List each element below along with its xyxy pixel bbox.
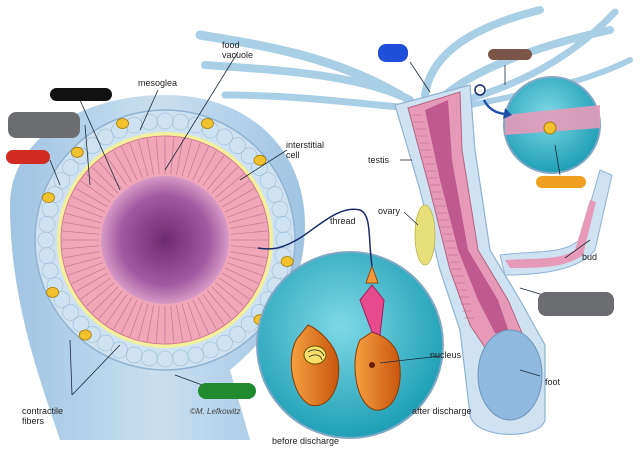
cnidocyte-cell: [116, 118, 129, 129]
label-food-vacuole: food vacuole: [222, 40, 254, 60]
cnidocyte-after: [354, 331, 401, 411]
nematocyst-circle: [256, 208, 444, 439]
mask-red: [6, 150, 50, 164]
cnidocyte-cell: [280, 256, 294, 267]
label-nucleus: nucleus: [430, 350, 462, 360]
cross-section: [34, 109, 296, 371]
zoom-arrow: [482, 99, 506, 116]
foot-shape: [477, 329, 543, 421]
label-before-discharge: before discharge: [272, 436, 340, 446]
mask-gray-right: [538, 292, 614, 316]
cnidocyte-cell: [201, 118, 214, 129]
mask-orange: [536, 176, 586, 188]
mask-blue: [378, 44, 408, 62]
longitudinal-section: [394, 84, 613, 436]
ovary-shape: [414, 204, 436, 266]
cnidocyte-cell: [70, 146, 84, 158]
artist-signature: ©M. Lefkowitz: [190, 407, 241, 416]
label-contractile-fibers: contractile fibers: [22, 406, 64, 426]
cnidocyte-cell: [42, 192, 55, 203]
cnidocyte-before: [290, 324, 340, 407]
label-mesoglea: mesoglea: [138, 78, 178, 88]
zoom-marker: [474, 84, 486, 96]
label-interstitial-cell: interstitial cell: [286, 140, 325, 160]
cnidocyte-cell: [78, 329, 92, 341]
mask-black: [50, 88, 112, 101]
cnidocyte-cell: [253, 154, 267, 166]
mask-brown: [488, 49, 532, 60]
mask-green: [198, 383, 256, 399]
label-testis: testis: [368, 155, 390, 165]
mask-gray-left: [8, 112, 80, 138]
cnidocyte-cell: [46, 287, 60, 298]
label-after-discharge: after discharge: [412, 406, 472, 416]
label-bud: bud: [582, 252, 598, 262]
thread-line: [257, 208, 373, 267]
label-foot: foot: [545, 377, 561, 387]
ring-cnidocytes: [42, 118, 294, 341]
inset-circle: [474, 76, 601, 174]
label-thread: thread: [330, 216, 356, 226]
label-ovary: ovary: [378, 206, 401, 216]
gastrovascular-cavity: [101, 176, 229, 304]
